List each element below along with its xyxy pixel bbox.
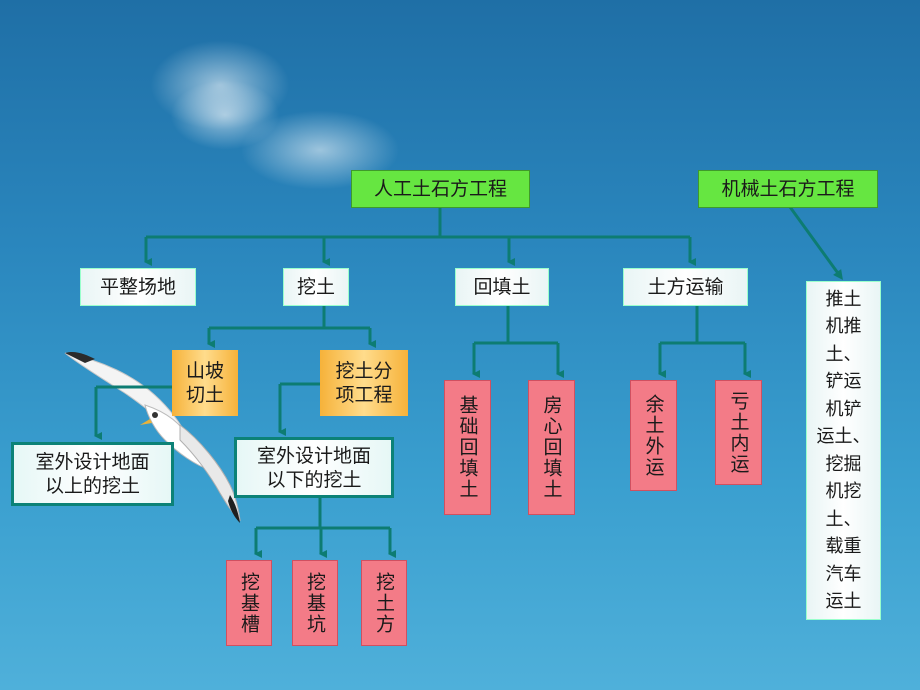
cloud-wisp <box>170 80 280 150</box>
backfill-node: 回填土 <box>455 268 549 306</box>
mechanical-earthwork-node: 机械土石方工程 <box>698 170 878 208</box>
site-leveling-node: 平整场地 <box>80 268 196 306</box>
above-ground-excavation-node: 室外设计地面 以上的挖土 <box>11 442 174 506</box>
dig-trench-node: 挖基槽 <box>226 560 272 646</box>
seagull-icon <box>64 351 241 523</box>
excavation-sub-works-node: 挖土分 项工程 <box>320 350 408 416</box>
mechanical-detail-node: 推土 机推 土、 铲运 机铲 运土、 挖掘 机挖 土、 载重 汽车 运土 <box>806 281 881 620</box>
earth-transport-node: 土方运输 <box>623 268 748 306</box>
excavation-node: 挖土 <box>283 268 349 306</box>
surplus-soil-out-node: 余土外运 <box>630 380 677 491</box>
slope-cut-node: 山坡 切土 <box>172 350 238 416</box>
deficit-soil-in-node: 亏土内运 <box>715 380 762 485</box>
room-backfill-node: 房心回填土 <box>528 380 575 515</box>
dig-earthwork-node: 挖土方 <box>361 560 407 646</box>
below-ground-excavation-node: 室外设计地面 以下的挖土 <box>234 437 394 498</box>
connector <box>788 206 843 281</box>
manual-earthwork-node: 人工土石方工程 <box>351 170 530 208</box>
foundation-backfill-node: 基础回填土 <box>444 380 491 515</box>
dig-pit-node: 挖基坑 <box>292 560 338 646</box>
